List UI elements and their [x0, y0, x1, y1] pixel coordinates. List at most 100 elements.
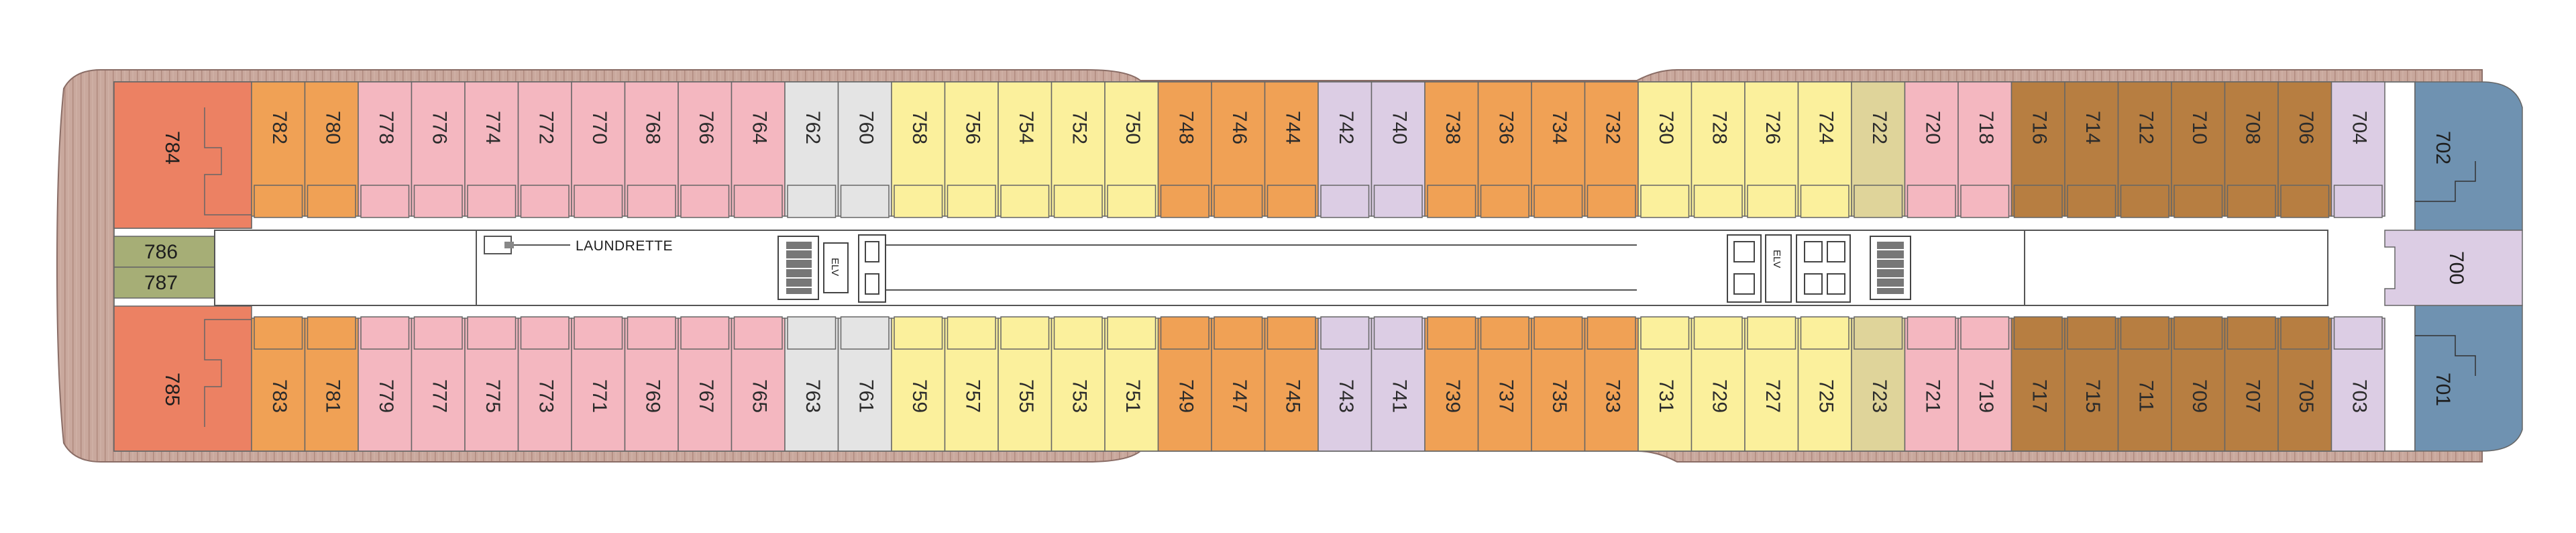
cabin-707[interactable]: 707	[2224, 316, 2279, 452]
cabin-777[interactable]: 777	[411, 316, 466, 452]
cabin-769[interactable]: 769	[624, 316, 679, 452]
cabin-736[interactable]: 736	[1477, 81, 1532, 218]
cabin-735[interactable]: 735	[1531, 316, 1586, 452]
cabin-768[interactable]: 768	[624, 81, 679, 218]
cabin-712[interactable]: 712	[2117, 81, 2172, 218]
cabin-number: 711	[2135, 380, 2157, 412]
cabin-767[interactable]: 767	[678, 316, 733, 452]
cabin-737[interactable]: 737	[1477, 316, 1532, 452]
cabin-719[interactable]: 719	[1957, 316, 2012, 452]
cabin-number: 736	[1495, 111, 1517, 144]
cabin-779[interactable]: 779	[358, 316, 413, 452]
cabin-706[interactable]: 706	[2277, 81, 2332, 218]
cabin-744[interactable]: 744	[1264, 81, 1319, 218]
cabin-782[interactable]: 782	[251, 81, 306, 218]
cabin-723[interactable]: 723	[1851, 316, 1906, 452]
cabin-764[interactable]: 764	[731, 81, 786, 218]
cabin-751[interactable]: 751	[1104, 316, 1159, 452]
cabin-729[interactable]: 729	[1690, 316, 1746, 452]
cabin-770[interactable]: 770	[571, 81, 626, 218]
cabin-759[interactable]: 759	[891, 316, 946, 452]
cabin-711[interactable]: 711	[2117, 316, 2172, 452]
corridor	[214, 230, 2328, 306]
cabin-709[interactable]: 709	[2171, 316, 2226, 452]
cabin-number: 720	[1921, 111, 1943, 144]
cabin-741[interactable]: 741	[1371, 316, 1426, 452]
cabin-743[interactable]: 743	[1318, 316, 1373, 452]
cabin-772[interactable]: 772	[517, 81, 572, 218]
cabin-787[interactable]: 787	[113, 266, 215, 299]
cabin-775[interactable]: 775	[464, 316, 519, 452]
cabin-739[interactable]: 739	[1424, 316, 1479, 452]
cabin-710[interactable]: 710	[2171, 81, 2226, 218]
cabin-783[interactable]: 783	[251, 316, 306, 452]
cabin-734[interactable]: 734	[1531, 81, 1586, 218]
cabin-778[interactable]: 778	[358, 81, 413, 218]
cabin-760[interactable]: 760	[837, 81, 892, 218]
cabin-738[interactable]: 738	[1424, 81, 1479, 218]
cabin-746[interactable]: 746	[1211, 81, 1266, 218]
cabin-725[interactable]: 725	[1797, 316, 1852, 452]
cabin-721[interactable]: 721	[1904, 316, 1959, 452]
cabin-726[interactable]: 726	[1744, 81, 1799, 218]
cabin-762[interactable]: 762	[784, 81, 839, 218]
cabin-773[interactable]: 773	[517, 316, 572, 452]
cabin-number: 718	[1975, 111, 1997, 144]
cabin-756[interactable]: 756	[944, 81, 999, 218]
cabin-757[interactable]: 757	[944, 316, 999, 452]
cabin-731[interactable]: 731	[1638, 316, 1693, 452]
cabin-786[interactable]: 786	[113, 236, 215, 268]
cabin-765[interactable]: 765	[731, 316, 786, 452]
cabin-749[interactable]: 749	[1157, 316, 1212, 452]
cabin-715[interactable]: 715	[2064, 316, 2119, 452]
cabin-number: 745	[1281, 379, 1303, 413]
cabin-758[interactable]: 758	[891, 81, 946, 218]
cabin-718[interactable]: 718	[1957, 81, 2012, 218]
cabin-745[interactable]: 745	[1264, 316, 1319, 452]
cabin-730[interactable]: 730	[1638, 81, 1693, 218]
cabin-742[interactable]: 742	[1318, 81, 1373, 218]
cabin-774[interactable]: 774	[464, 81, 519, 218]
cabin-701[interactable]: 701	[2414, 305, 2523, 452]
cabin-763[interactable]: 763	[784, 316, 839, 452]
cabin-754[interactable]: 754	[998, 81, 1053, 218]
cabin-776[interactable]: 776	[411, 81, 466, 218]
cabin-700[interactable]: 700	[2384, 230, 2523, 306]
cabin-720[interactable]: 720	[1904, 81, 1959, 218]
cabin-number: 770	[588, 111, 610, 144]
cabin-705[interactable]: 705	[2277, 316, 2332, 452]
cabin-780[interactable]: 780	[304, 81, 359, 218]
cabin-732[interactable]: 732	[1584, 81, 1639, 218]
cabin-750[interactable]: 750	[1104, 81, 1159, 218]
cabin-717[interactable]: 717	[2010, 316, 2065, 452]
cabin-761[interactable]: 761	[837, 316, 892, 452]
cabin-784[interactable]: 784	[113, 81, 252, 229]
cabin-733[interactable]: 733	[1584, 316, 1639, 452]
cabin-753[interactable]: 753	[1051, 316, 1106, 452]
cabin-702[interactable]: 702	[2414, 81, 2523, 231]
cabin-722[interactable]: 722	[1851, 81, 1906, 218]
cabin-703[interactable]: 703	[2330, 316, 2385, 452]
cabin-number: 704	[2348, 111, 2370, 144]
cabin-781[interactable]: 781	[304, 316, 359, 452]
cabin-747[interactable]: 747	[1211, 316, 1266, 452]
cabin-number: 782	[268, 111, 290, 144]
cabin-number: 705	[2295, 379, 2317, 413]
cabin-716[interactable]: 716	[2010, 81, 2065, 218]
cabin-724[interactable]: 724	[1797, 81, 1852, 218]
cabin-number: 773	[535, 379, 557, 413]
cabin-727[interactable]: 727	[1744, 316, 1799, 452]
cabin-704[interactable]: 704	[2330, 81, 2385, 218]
cabin-748[interactable]: 748	[1157, 81, 1212, 218]
cabin-785[interactable]: 785	[113, 305, 252, 452]
cabin-740[interactable]: 740	[1371, 81, 1426, 218]
cabin-752[interactable]: 752	[1051, 81, 1106, 218]
cabin-714[interactable]: 714	[2064, 81, 2119, 218]
cabin-708[interactable]: 708	[2224, 81, 2279, 218]
forward-stairwell: ELV	[1727, 234, 1911, 303]
cabin-755[interactable]: 755	[998, 316, 1053, 452]
cabin-766[interactable]: 766	[678, 81, 733, 218]
cabin-771[interactable]: 771	[571, 316, 626, 452]
cabin-728[interactable]: 728	[1690, 81, 1746, 218]
